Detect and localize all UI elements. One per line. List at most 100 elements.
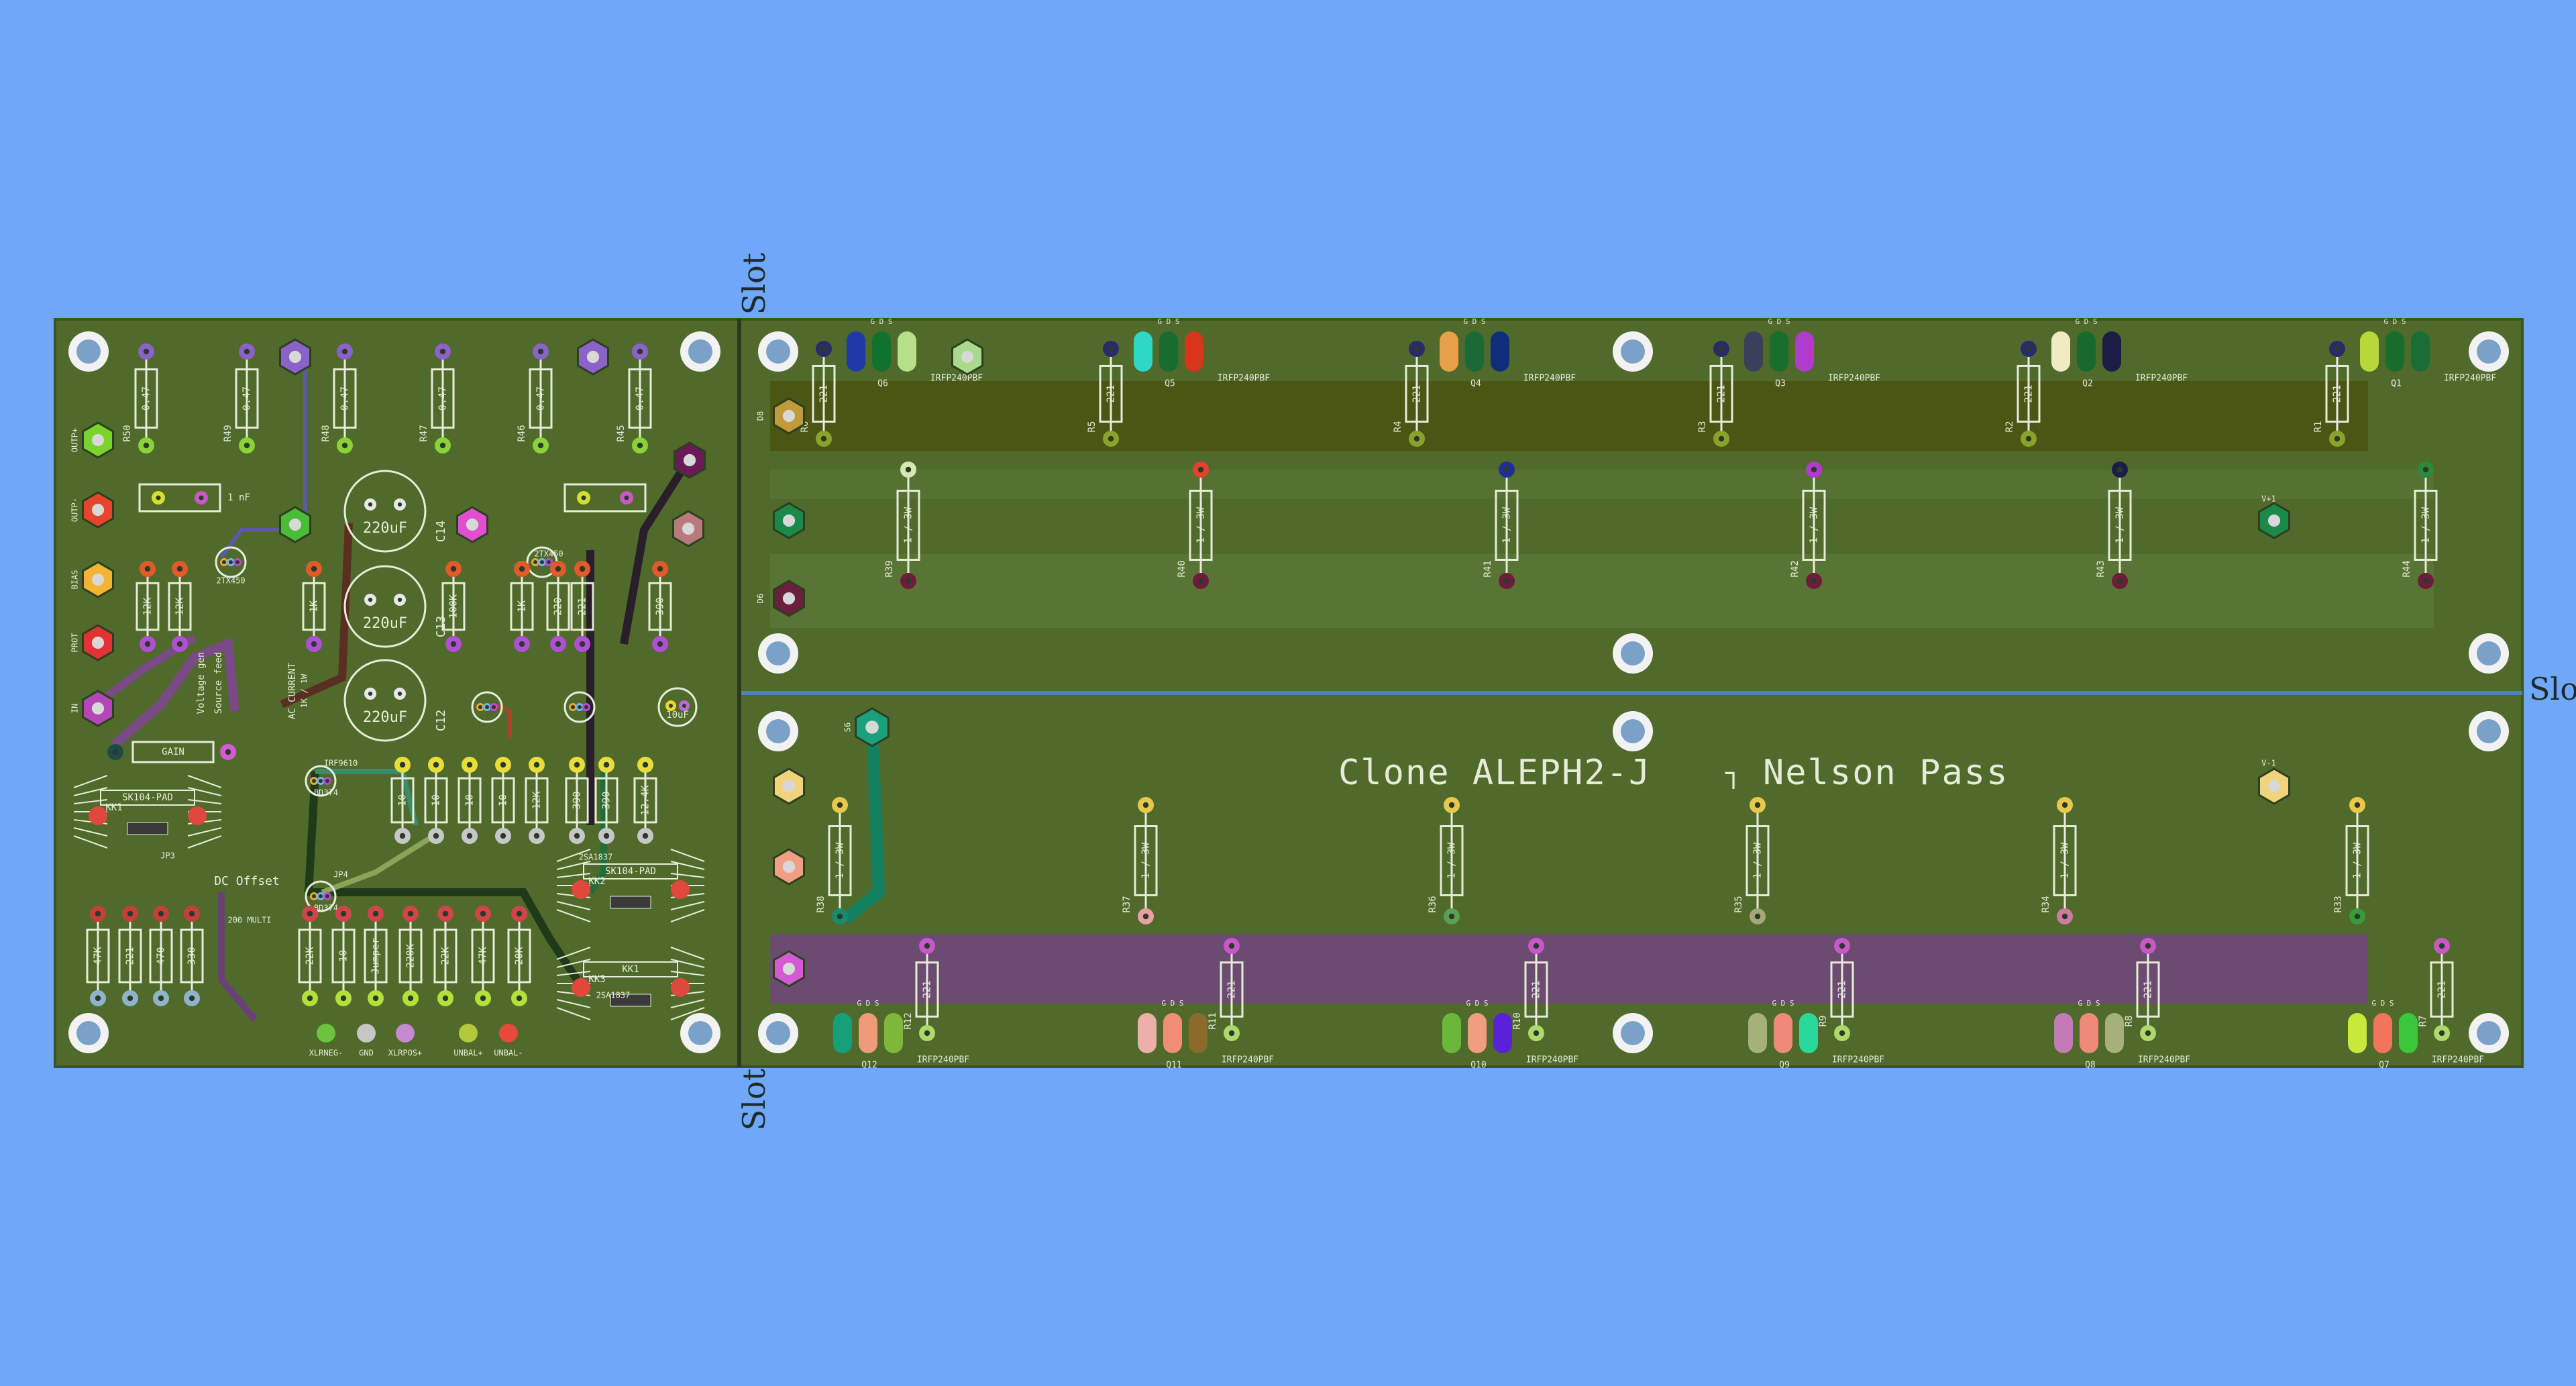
heatsink-fin — [670, 959, 705, 968]
mosfet-pin — [1440, 331, 1458, 372]
transistor-body — [305, 880, 337, 912]
pad-drill — [368, 502, 373, 507]
resistor-body — [1440, 825, 1464, 896]
resistor-value: 100K — [447, 594, 460, 619]
silk-label: V-1 — [2261, 759, 2276, 768]
terminal-label: IN — [70, 704, 80, 713]
resistor-body — [431, 368, 455, 429]
resistor-body — [471, 928, 495, 983]
connector-label: UNBAL+ — [453, 1049, 482, 1058]
pin-labels: G D S — [2371, 999, 2394, 1008]
pad-drill — [91, 573, 105, 586]
heatsink-fin — [670, 901, 705, 910]
terminal-label: BIAS — [70, 570, 80, 590]
heatsink-label-box — [583, 863, 678, 879]
pad-drill — [158, 910, 164, 917]
resistor-ref: R33 — [2333, 896, 2344, 912]
resistor-value: 221 — [1226, 980, 1238, 998]
pad-drill — [683, 454, 696, 467]
pad-drill — [2422, 466, 2429, 473]
resistor-value: 0.47 — [437, 386, 449, 411]
heatsink-fin — [556, 1007, 591, 1020]
pad-drill — [837, 913, 843, 920]
heatsink-fin — [556, 873, 591, 878]
resistor-value: 1 / 3W — [1446, 842, 1458, 879]
resistor-body — [507, 928, 531, 983]
pad-drill — [1413, 345, 1420, 352]
resistor-value: 1 / 3W — [834, 842, 846, 879]
mosfet-ref: Q2 — [2082, 379, 2093, 389]
pad-drill — [905, 578, 912, 584]
pin-labels: G D S — [870, 317, 892, 326]
resistor-ref: R8 — [2124, 1016, 2135, 1027]
pad-drill — [533, 560, 537, 564]
mount-hole-center — [2477, 641, 2501, 665]
heatsink-label-box — [100, 790, 195, 806]
mosfet-ref: Q7 — [2379, 1061, 2390, 1071]
resistor-value: 470 — [155, 947, 167, 965]
pad-drill — [189, 910, 195, 917]
connector-label: XLRNEG- — [309, 1049, 343, 1058]
pad-drill — [500, 761, 506, 768]
pad-drill — [1503, 578, 1510, 584]
heatsink-fin — [556, 999, 591, 1008]
resistor-value: 1 / 3W — [2114, 507, 2126, 543]
mosfet-pin — [1491, 331, 1509, 372]
pad-drill — [1413, 435, 1420, 442]
mosfet-pin — [1159, 331, 1178, 372]
resistor-value: 221 — [1530, 980, 1542, 998]
resistor-value: 47K — [92, 947, 104, 965]
resistor-body — [86, 928, 110, 983]
resistor-value: 0.47 — [535, 386, 547, 411]
resistor-value: 1 / 3W — [1195, 507, 1207, 543]
resistor-body — [594, 777, 619, 824]
pad-drill — [372, 910, 379, 917]
resistor-value: 221 — [921, 980, 933, 998]
resistor-ref: R35 — [1733, 896, 1744, 912]
mosfet-pin — [1189, 1013, 1208, 1053]
resistor-value: 221 — [2331, 384, 2343, 403]
transistor-package — [610, 896, 651, 909]
pad-drill — [2334, 345, 2341, 352]
silk-label: 1 nF — [227, 492, 250, 503]
pad-drill — [485, 705, 489, 709]
heatsink-label-box — [583, 961, 678, 977]
resistor-body — [2345, 825, 2369, 896]
resistor-value: 1 / 3W — [1808, 507, 1820, 543]
mosfet-part: IRFP240PBF — [1222, 1055, 1274, 1065]
pad-drill — [235, 560, 239, 564]
pad-drill — [1811, 578, 1817, 584]
pad-drill — [1448, 802, 1455, 808]
pad-drill — [642, 761, 649, 768]
resistor-body — [458, 777, 482, 824]
resistor-value: 1 / 3W — [2351, 842, 2363, 879]
pad-drill — [2438, 1030, 2445, 1036]
mosfet-pin — [1468, 1013, 1487, 1053]
heatsink-fin — [556, 947, 591, 960]
pin-labels: G D S — [1772, 999, 1794, 1008]
pad-drill — [1142, 802, 1149, 808]
pad-drill — [399, 833, 406, 839]
pad-drill — [1718, 435, 1725, 442]
mount-hole-center — [2477, 1021, 2501, 1045]
silk-label: IRF9610 — [324, 759, 358, 768]
resistor-value: 390 — [654, 597, 666, 615]
pad-drill — [189, 995, 195, 1002]
mosfet-pin — [2102, 331, 2121, 372]
mount-hole-center — [688, 339, 712, 364]
mosfet-part: IRFP240PBF — [2135, 374, 2188, 384]
pad-drill — [782, 514, 796, 527]
mosfet-pin — [2385, 331, 2404, 372]
resistor-value: 1K — [308, 600, 320, 612]
mosfet-pin — [1185, 331, 1203, 372]
resistor-value: 47K — [477, 947, 489, 965]
pad-drill — [1811, 466, 1817, 473]
pad-drill — [2267, 780, 2281, 793]
heatsink-fin — [73, 787, 108, 796]
heatsink-fin — [670, 849, 705, 862]
mosfet-ref: Q1 — [2391, 379, 2402, 389]
pad-drill — [222, 560, 226, 564]
mosfet-part: IRFP240PBF — [1523, 374, 1576, 384]
connector-pad — [317, 1024, 335, 1043]
resistor-body — [433, 928, 458, 983]
